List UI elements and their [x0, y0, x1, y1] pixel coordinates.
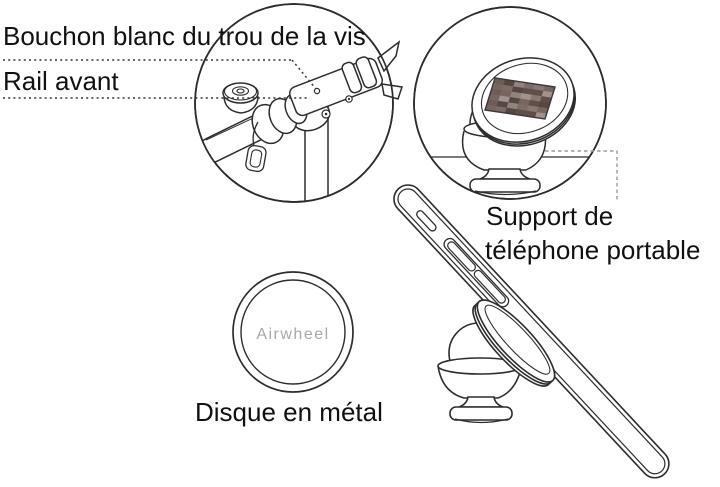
leader-line-screw-cap	[3, 59, 317, 90]
magnet-sticker	[485, 78, 556, 119]
phone-on-holder-drawing	[393, 184, 670, 479]
callout-line-phone-holder	[545, 150, 618, 200]
bell-lever	[245, 121, 267, 173]
label-screw-hole-cap: Bouchon blanc du trou de la vis	[3, 21, 366, 51]
leader-lines	[3, 59, 317, 99]
label-phone-holder-line2: téléphone portable	[485, 235, 701, 265]
label-metal-disc: Disque en métal	[195, 397, 383, 427]
screw-hole	[313, 87, 321, 95]
power-button	[416, 210, 437, 232]
volume-button-down	[473, 269, 506, 304]
metal-disc-drawing	[232, 271, 354, 393]
front-rail	[288, 56, 384, 117]
handlebar-detail-circle	[194, 3, 403, 203]
label-front-rail: Rail avant	[3, 66, 119, 96]
volume-button-up	[447, 241, 476, 272]
label-phone-holder-line1: Support de	[486, 201, 614, 231]
phone-holder-detail-circle	[413, 6, 618, 200]
brand-text: Airwheel	[256, 326, 330, 343]
label-phone-holder: Support de téléphone portable	[485, 199, 701, 267]
mount-disc	[472, 299, 556, 387]
